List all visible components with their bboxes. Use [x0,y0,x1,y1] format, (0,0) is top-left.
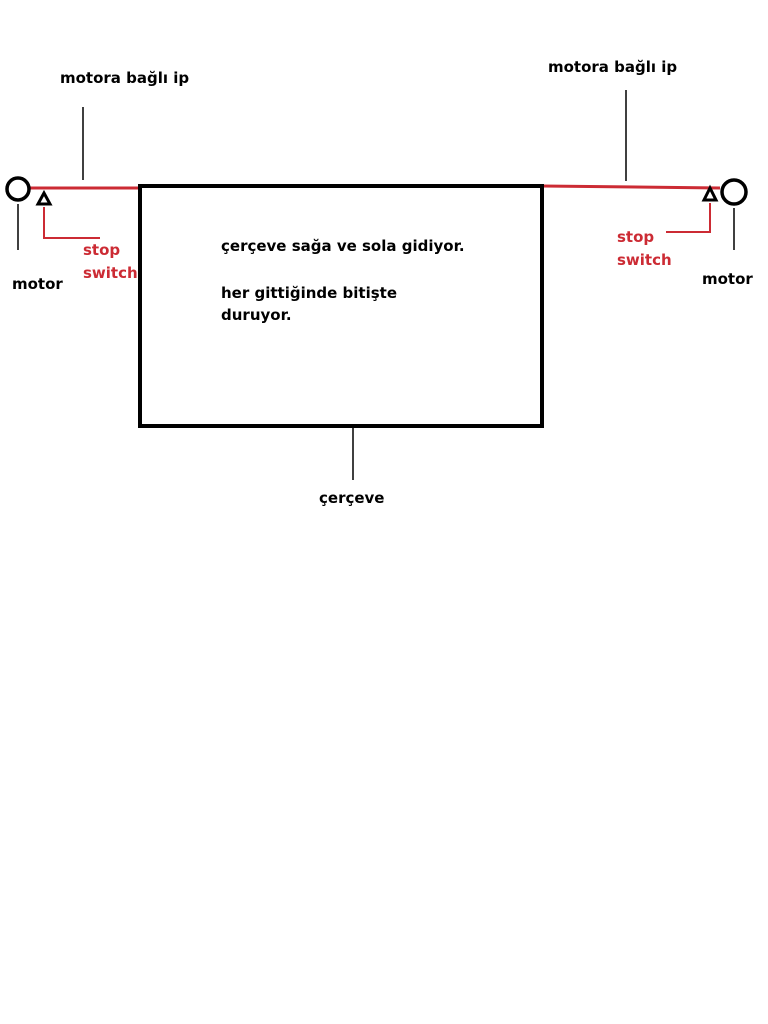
motor-left-label: motor [12,275,63,293]
rope-right-label: motora bağlı ip [548,58,678,76]
stop-switch-left-label: stop switch [83,239,138,285]
frame-note-line1: çerçeve sağa ve sola gidiyor. [221,237,465,255]
stop-switch-left-icon [35,189,53,206]
frame-note-line2: her gittiğinde bitişte [221,284,397,302]
stop-switch-left-line2: switch [83,264,138,282]
frame-label: çerçeve [319,489,385,507]
frame-box [138,184,544,428]
motor-right-label: motor [702,270,753,288]
frame-note-line3: duruyor. [221,306,292,324]
rope-left-label: motora bağlı ip [60,69,190,87]
stop-switch-right-label: stop switch [617,226,672,272]
motor-right-icon [720,178,748,206]
stop-switch-right-icon [701,184,719,202]
leader-switch-right [666,203,711,233]
leader-switch-left [43,207,100,239]
rope-right [541,184,721,190]
stop-switch-right-line1: stop [617,228,655,246]
stop-switch-left-line1: stop [83,241,121,259]
stop-switch-right-line2: switch [617,251,672,269]
motor-left-icon [5,176,31,202]
